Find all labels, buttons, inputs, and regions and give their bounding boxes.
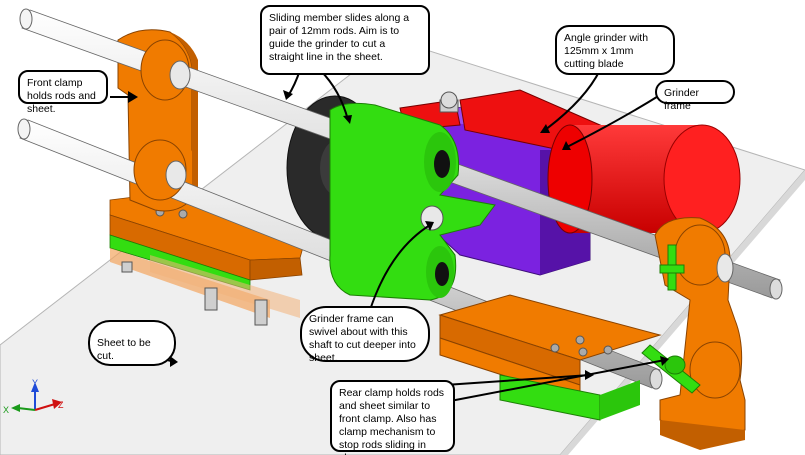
callout-sliding-member-text: Sliding member slides along a pair of 12… <box>269 12 410 63</box>
axis-label-z: Z <box>58 400 64 410</box>
callout-swivel-text: Grinder frame can swivel about with this… <box>309 313 416 364</box>
callout-sliding-member: Sliding member slides along a pair of 12… <box>260 5 430 75</box>
callout-front-clamp: Front clamp holds rods and sheet. <box>18 70 108 115</box>
sheet-plate-edge <box>560 170 805 455</box>
callout-arrowheads <box>128 90 669 380</box>
callout-angle-grinder-text: Angle grinder with 125mm x 1mm cutting b… <box>564 32 649 70</box>
clamp-knob-upper[interactable] <box>659 244 685 291</box>
callout-rear-clamp: Rear clamp holds rods and sheet similar … <box>330 380 455 455</box>
axis-triad: Y Z X <box>3 378 64 415</box>
axis-label-x: X <box>3 405 9 415</box>
callout-grinder-frame-text: Grinder frame <box>664 87 700 112</box>
callout-rear-clamp-text: Rear clamp holds rods and sheet similar … <box>339 387 445 455</box>
callout-angle-grinder: Angle grinder with 125mm x 1mm cutting b… <box>555 25 675 75</box>
callout-sheet: Sheet to be cut. <box>88 320 176 366</box>
callout-sheet-text: Sheet to be cut. <box>97 337 151 362</box>
callout-front-clamp-text: Front clamp holds rods and sheet. <box>27 77 96 115</box>
sliding-member <box>329 102 496 301</box>
callout-grinder-frame: Grinder frame <box>655 80 735 112</box>
callout-swivel: Grinder frame can swivel about with this… <box>300 306 430 364</box>
clamp-knob-lower[interactable] <box>641 344 701 394</box>
front-clamp-screws <box>121 261 268 326</box>
axis-label-y: Y <box>32 378 38 388</box>
